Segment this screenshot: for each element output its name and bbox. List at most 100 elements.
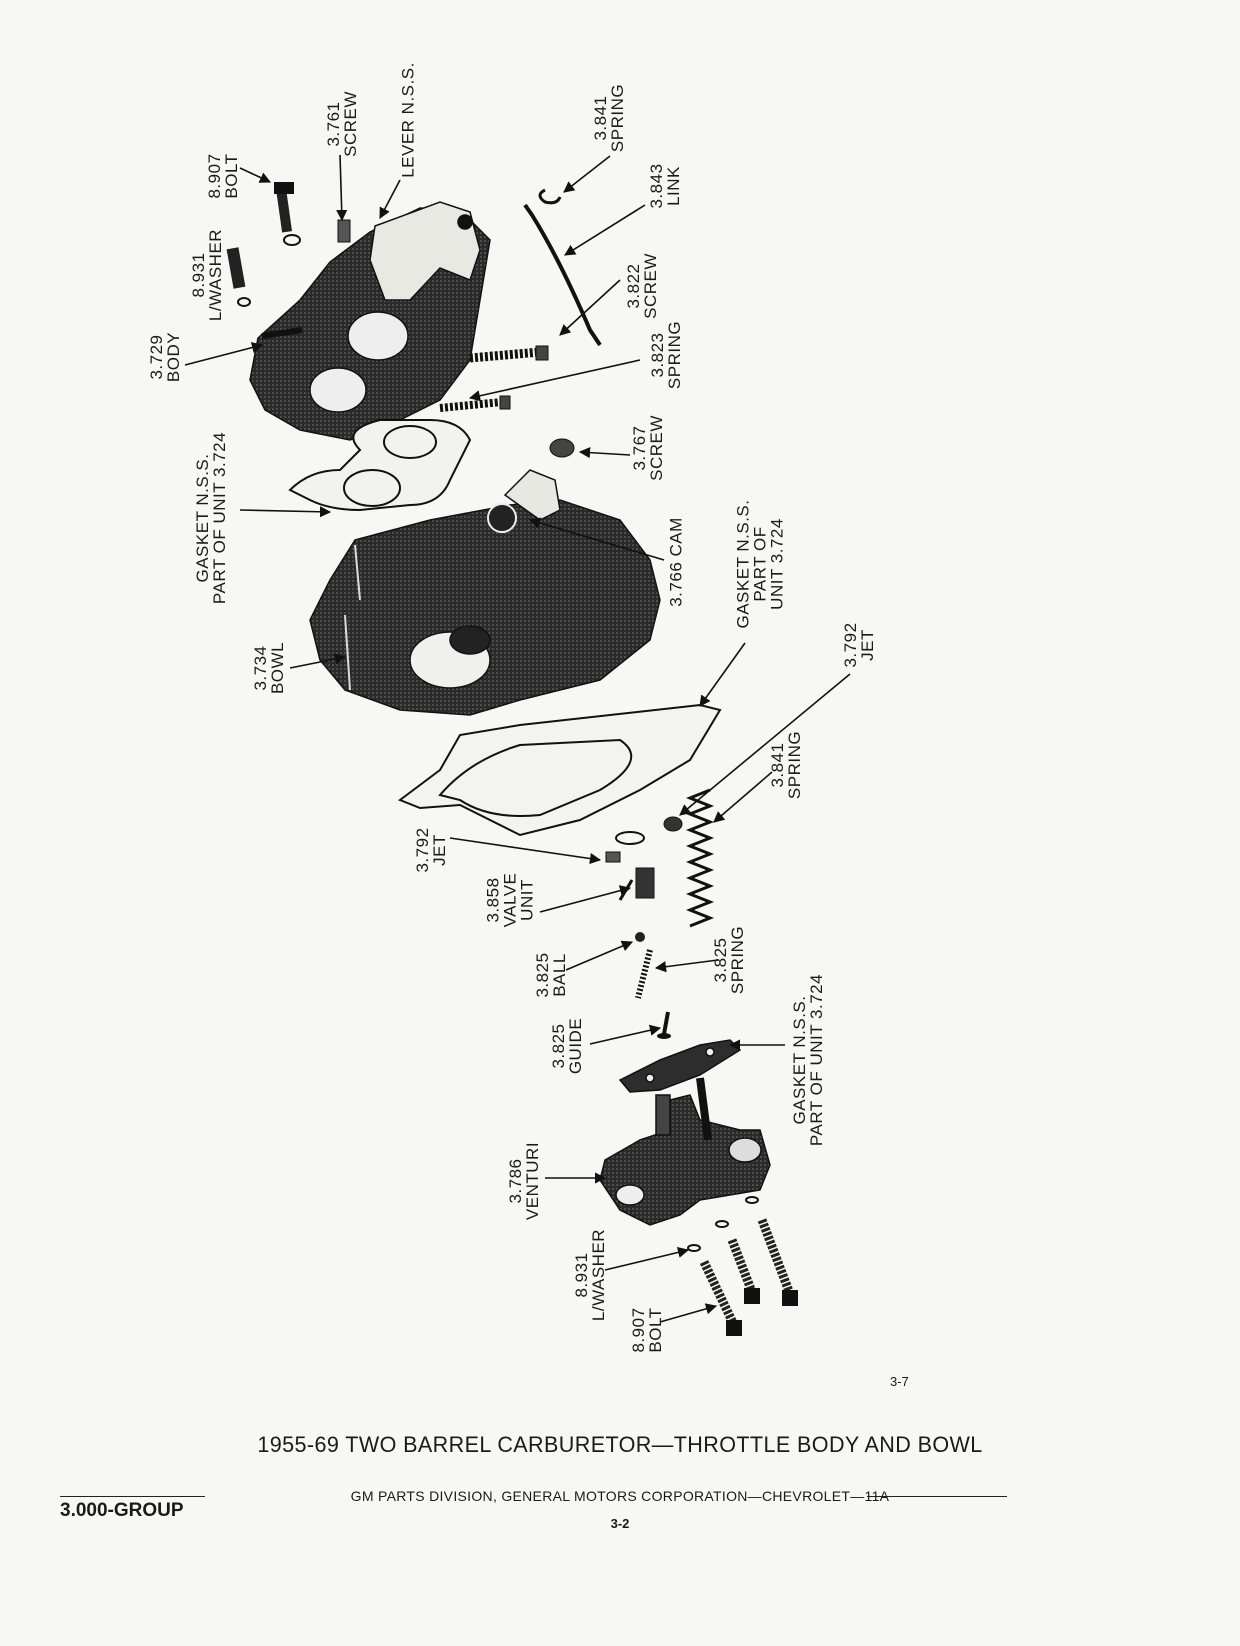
caption-text: 1955-69 TWO BARREL CARBURETOR—THROTTLE B… xyxy=(257,1432,983,1457)
label-text: SPRING xyxy=(608,83,627,153)
label-text: 3.729 xyxy=(147,334,166,380)
label-text: 8.931 xyxy=(189,252,208,298)
label-text: SPRING xyxy=(728,925,747,995)
bolt-8907-top-part xyxy=(274,182,301,246)
label-text: 3.792 xyxy=(413,827,432,873)
label-text: VENTURI xyxy=(523,1141,542,1221)
label-lever: LEVER N.S.S. xyxy=(399,62,418,178)
label-text: 3.767 xyxy=(630,425,649,471)
label-text: GUIDE xyxy=(566,1017,585,1075)
label-text: GASKET N.S.S. xyxy=(790,995,809,1125)
label-text: SPRING xyxy=(665,320,684,390)
label-text: PART OF UNIT 3.724 xyxy=(807,973,826,1147)
label-text: 8.907 xyxy=(629,1307,648,1353)
valve-3858-part xyxy=(618,867,655,901)
jet-3792-left-part xyxy=(605,831,645,863)
lwasher-8931-top-part xyxy=(226,247,251,307)
label-text: 3.822 xyxy=(624,263,643,309)
label-text: 3.841 xyxy=(768,742,787,788)
leader-lines xyxy=(184,154,851,1323)
figure-number: 3-7 xyxy=(890,1374,909,1389)
label-text: JET xyxy=(430,834,449,866)
label-text: VALVE xyxy=(500,872,520,928)
spring-clip-3841-part xyxy=(538,188,562,205)
page-caption: 1955-69 TWO BARREL CARBURETOR—THROTTLE B… xyxy=(0,1432,1240,1458)
spring-3825-part xyxy=(635,949,653,999)
jet-3792-right-part xyxy=(663,816,683,832)
screw-3767-part xyxy=(549,438,575,458)
label-text: GASKET N.S.S. xyxy=(193,453,212,583)
label-text: GASKET N.S.S. xyxy=(733,499,753,629)
label-cam-3766: 3.766 CAM xyxy=(666,517,686,607)
label-text: 3.825 xyxy=(549,1023,568,1069)
label-text: L/WASHER xyxy=(206,228,225,322)
ball-3825-part xyxy=(635,932,645,942)
label-text: 3.823 xyxy=(648,332,667,378)
footer-rule-right xyxy=(867,1496,1007,1497)
label-text: 3.792 xyxy=(841,622,860,668)
gasket-top-part xyxy=(288,419,472,512)
screw-3822-part xyxy=(469,345,549,363)
label-text: BOWL xyxy=(268,641,287,695)
label-text: PART OF xyxy=(750,526,770,602)
group-number: 3.000-GROUP xyxy=(60,1500,184,1521)
label-text: BALL xyxy=(550,953,569,997)
guide-3825-part xyxy=(657,1011,671,1039)
page-number: 3-2 xyxy=(610,1516,630,1531)
label-text: UNIT 3.724 xyxy=(767,518,787,610)
label-text: 3.734 xyxy=(251,645,270,691)
label-text: 3.786 xyxy=(506,1158,525,1204)
link-3843-part xyxy=(523,203,602,347)
label-text: SCREW xyxy=(641,253,660,319)
label-text: BODY xyxy=(164,331,183,383)
label-text: SCREW xyxy=(341,91,360,157)
label-text: 3.841 xyxy=(591,95,610,141)
label-text: 8.907 xyxy=(205,153,224,199)
label-text: 3.825 xyxy=(711,937,730,983)
bowl-part xyxy=(309,469,661,716)
label-text: 3.825 xyxy=(533,952,552,998)
gasket-bottom-part xyxy=(618,1039,742,1093)
label-text: UNIT xyxy=(517,879,537,921)
label-text: 3.843 xyxy=(647,163,666,209)
screw-3823-part xyxy=(439,395,511,412)
venturi-part xyxy=(599,1077,771,1226)
label-text: BOLT xyxy=(646,1307,665,1353)
label-text: L/WASHER xyxy=(589,1228,608,1322)
label-gasket-bottom: GASKET N.S.S.PART OF UNIT 3.724 xyxy=(790,973,826,1147)
label-gasket-top: GASKET N.S.S.PART OF UNIT 3.724 xyxy=(193,431,229,605)
label-text: SPRING xyxy=(785,730,804,800)
label-text: 3.761 xyxy=(324,101,343,147)
label-text: PART OF UNIT 3.724 xyxy=(210,431,229,605)
screw-3761-part xyxy=(337,219,351,243)
spring-3841-mid-part xyxy=(685,788,715,928)
label-text: 3.766 CAM xyxy=(666,517,686,607)
bolt-8907-bottom-part xyxy=(699,1218,798,1336)
label-text: BOLT xyxy=(222,153,241,199)
gasket-mid-part xyxy=(397,703,722,837)
label-text: LINK xyxy=(664,166,683,206)
footer-rule-left xyxy=(60,1496,205,1497)
label-text: SCREW xyxy=(647,415,666,481)
